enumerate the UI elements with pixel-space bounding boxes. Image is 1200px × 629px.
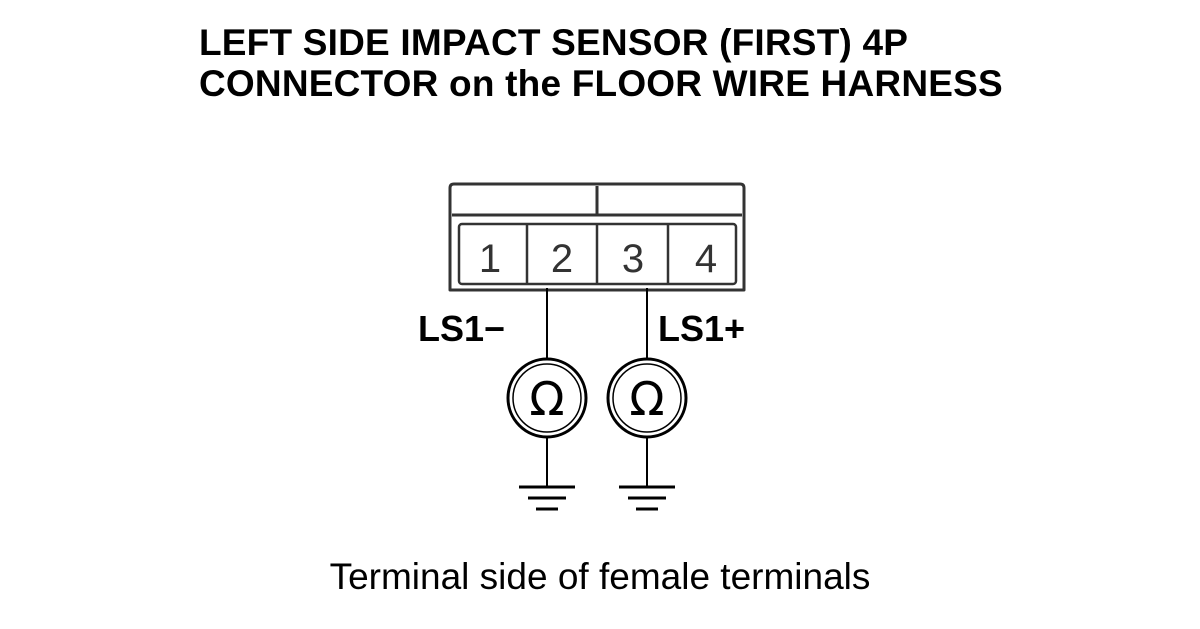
terminal-4-label: 4 bbox=[695, 237, 717, 281]
circuit-terminal-3 bbox=[606, 288, 688, 511]
title-line-2: CONNECTOR on the FLOOR WIRE HARNESS bbox=[199, 63, 1003, 104]
ohmmeter-ring-left bbox=[512, 363, 582, 433]
circuit-terminal-2 bbox=[506, 288, 588, 511]
wire-label-ls1-minus: LS1− bbox=[418, 308, 505, 349]
wire-label-ls1-plus: LS1+ bbox=[658, 308, 745, 349]
wire-labels: LS1− LS1+ bbox=[418, 308, 745, 349]
ohm-symbols: Ω Ω bbox=[529, 372, 664, 426]
connector-housing bbox=[448, 182, 746, 292]
ohmmeter-ring-right bbox=[612, 363, 682, 433]
connector-4p bbox=[448, 182, 746, 292]
ohm-icon-right: Ω bbox=[629, 372, 664, 426]
terminal-2-label: 2 bbox=[551, 237, 573, 281]
diagram-title: LEFT SIDE IMPACT SENSOR (FIRST) 4P CONNE… bbox=[199, 22, 1003, 104]
ohm-icon-left: Ω bbox=[529, 372, 564, 426]
terminal-1-label: 1 bbox=[479, 237, 501, 281]
title-line-1: LEFT SIDE IMPACT SENSOR (FIRST) 4P bbox=[199, 22, 909, 63]
terminal-3-label: 3 bbox=[622, 237, 644, 281]
terminal-numbers: 1 2 3 4 bbox=[479, 237, 717, 281]
diagram-caption: Terminal side of female terminals bbox=[329, 556, 871, 597]
